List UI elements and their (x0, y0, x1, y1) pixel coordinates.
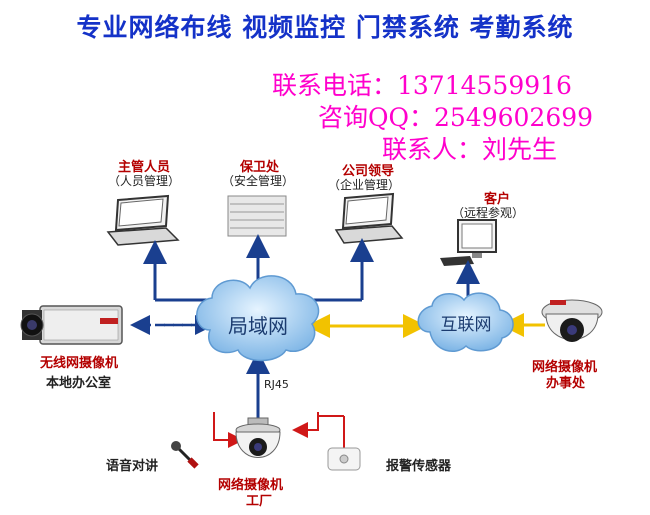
dome-camera-icon-office (541, 299, 603, 342)
client-label: 客户 (484, 192, 511, 207)
leader-sublabel: （企业管理） (328, 178, 401, 192)
laptop-icon-manager (106, 194, 180, 246)
wireless-camera-location: 本地办公室 (46, 376, 112, 391)
office-camera-label: 网络摄像机 (532, 360, 598, 375)
manager-label: 主管人员 (118, 160, 171, 175)
microphone-icon (171, 441, 199, 469)
security-sublabel: （安全管理） (222, 174, 295, 188)
ptz-camera-location: 工厂 (246, 494, 273, 509)
alarm-sensor-icon (327, 447, 361, 471)
wireless-camera-label: 无线网摄像机 (40, 356, 119, 371)
contact-person: 联系人：刘先生 (382, 135, 558, 164)
leader-label: 公司领导 (342, 164, 395, 179)
lan-cloud (196, 275, 320, 362)
client-sublabel: （远程参观） (452, 206, 525, 220)
internet-label: 互联网 (441, 315, 492, 335)
ptz-camera-label: 网络摄像机 (218, 478, 284, 493)
contact-qq: 咨询QQ：2549602699 (318, 103, 594, 132)
contact-phone: 联系电话：13714559916 (272, 71, 572, 100)
lan-label: 局域网 (228, 314, 288, 338)
desktop-icon-client (440, 219, 497, 266)
server-icon-security (227, 195, 287, 237)
rj45-label: RJ45 (264, 378, 289, 391)
voice-intercom-label: 语音对讲 (106, 459, 159, 474)
manager-sublabel: （人员管理） (108, 174, 181, 188)
office-camera-location: 办事处 (546, 376, 586, 391)
ptz-camera-icon (235, 417, 281, 458)
box-camera-icon (20, 305, 123, 345)
alarm-sensor-label: 报警传感器 (386, 459, 452, 474)
security-label: 保卫处 (240, 160, 280, 175)
banner-title: 专业网络布线 视频监控 门禁系统 考勤系统 (76, 13, 574, 42)
internet-cloud (417, 292, 514, 352)
laptop-icon-leader (334, 192, 404, 244)
